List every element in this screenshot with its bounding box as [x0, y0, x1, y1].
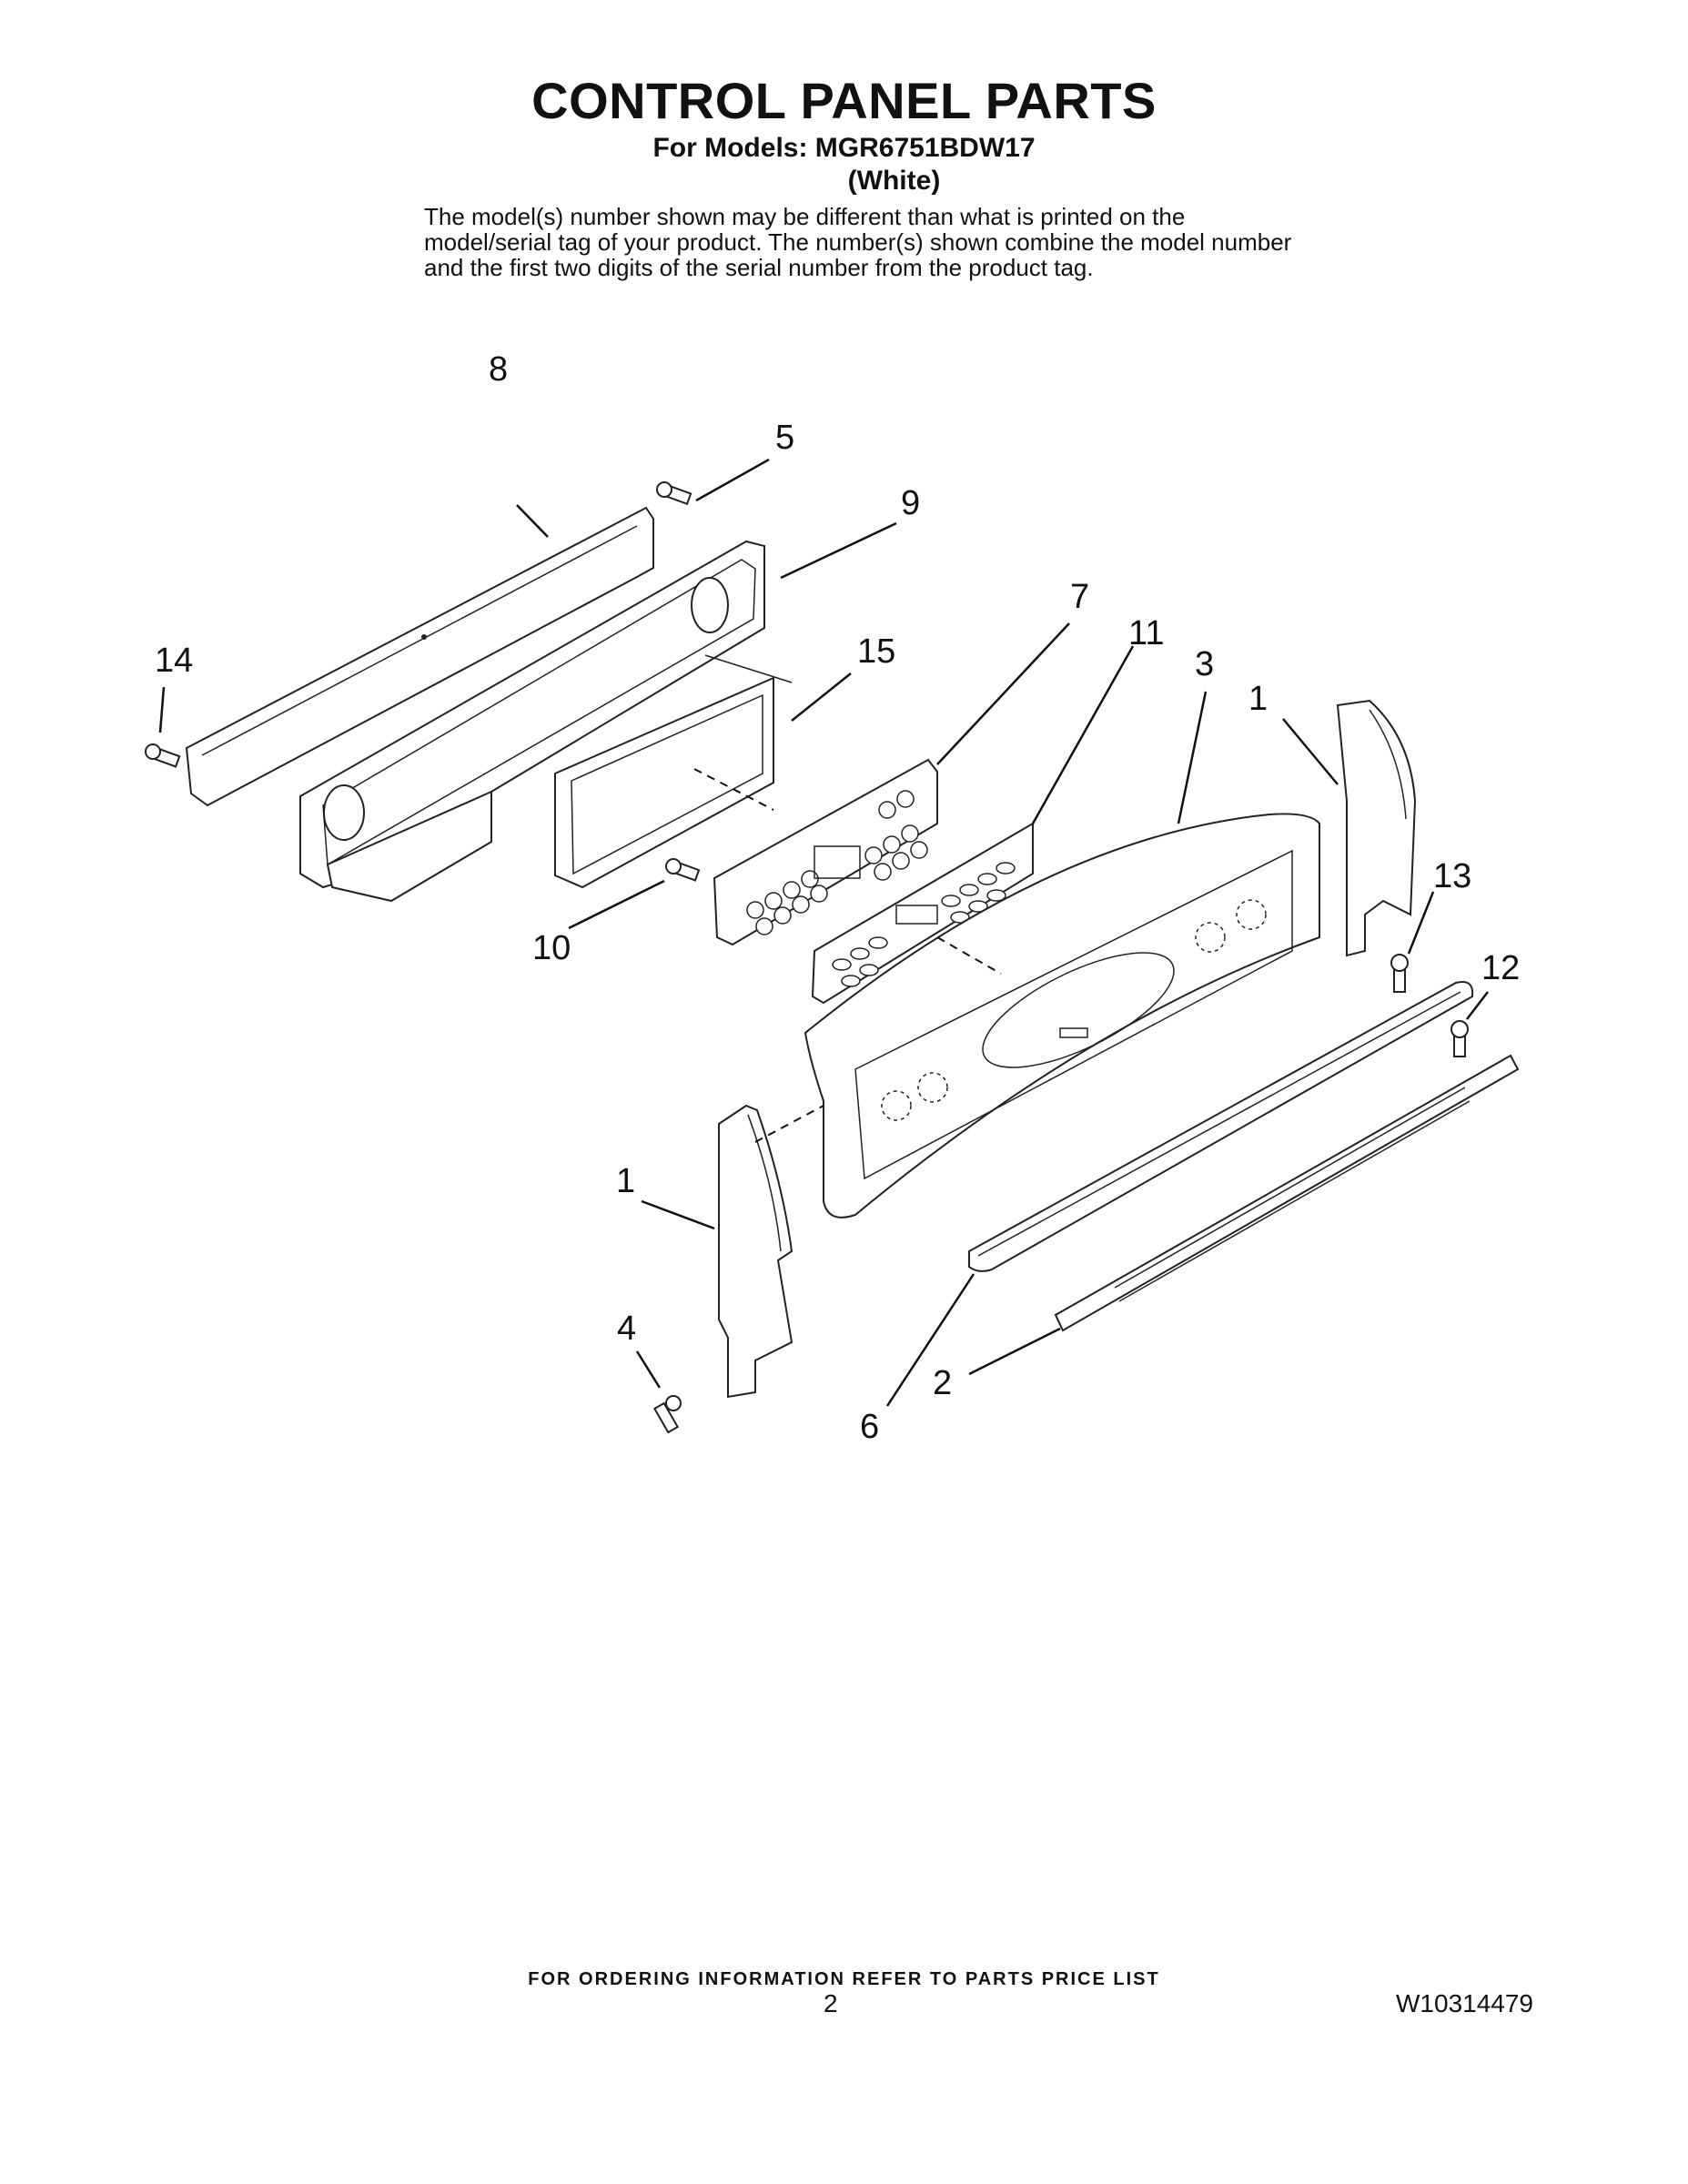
callout-4: 4: [617, 1309, 636, 1348]
callout-2: 2: [933, 1364, 952, 1402]
ordering-note: FOR ORDERING INFORMATION REFER TO PARTS …: [528, 1969, 1160, 1989]
callout-5: 5: [775, 419, 794, 457]
page-title: CONTROL PANEL PARTS: [531, 72, 1157, 129]
callout-numbers: 5 8 9 14 15 7 11 3 1 13 10 12 1 4 2 6: [155, 350, 1520, 1446]
part-2-vent-trim: [1054, 1054, 1520, 1332]
callout-15: 15: [857, 632, 895, 671]
page-number: 2: [824, 1989, 838, 2017]
callout-10: 10: [532, 929, 571, 967]
alignment-lines: [693, 768, 1002, 1143]
part-10-screw: [665, 858, 701, 882]
callout-14: 14: [155, 642, 193, 680]
callout-1-right: 1: [1248, 680, 1268, 718]
model-number: For Models: MGR6751BDW17: [652, 133, 1036, 163]
part-3-console: [804, 813, 1320, 1218]
document-id: W10314479: [1396, 1989, 1534, 2017]
callout-6: 6: [860, 1408, 879, 1446]
part-1-right-side-trim: [1336, 699, 1417, 957]
part-4-screw: [652, 1395, 682, 1434]
part-11-touch-overlay: [811, 822, 1034, 1005]
callout-13: 13: [1433, 857, 1471, 895]
model-color: (White): [847, 166, 941, 196]
part-1-left-side-trim: [718, 1104, 793, 1399]
callout-8: 8: [489, 350, 508, 389]
callout-11: 11: [1128, 614, 1164, 652]
part-12-screw: [1450, 1020, 1469, 1057]
part-6-lower-trim: [968, 981, 1474, 1272]
part-5-screw: [656, 481, 692, 506]
callout-1-left: 1: [616, 1162, 635, 1200]
callout-7: 7: [1070, 578, 1089, 616]
part-8-rear-shield: [185, 506, 654, 807]
part-13-screw: [1390, 954, 1409, 993]
part-9-panel-frame: [299, 540, 765, 903]
part-14-screw: [145, 743, 181, 768]
model-disclaimer: The model(s) number shown may be differe…: [424, 203, 1292, 281]
callout-leaders: [158, 458, 1489, 1407]
control-board-buttons: [746, 790, 928, 935]
callout-3: 3: [1195, 645, 1214, 683]
part-7-control-board: [713, 758, 938, 946]
callout-12: 12: [1481, 949, 1520, 987]
part-15-bracket: [554, 654, 793, 889]
callout-9: 9: [901, 484, 920, 522]
